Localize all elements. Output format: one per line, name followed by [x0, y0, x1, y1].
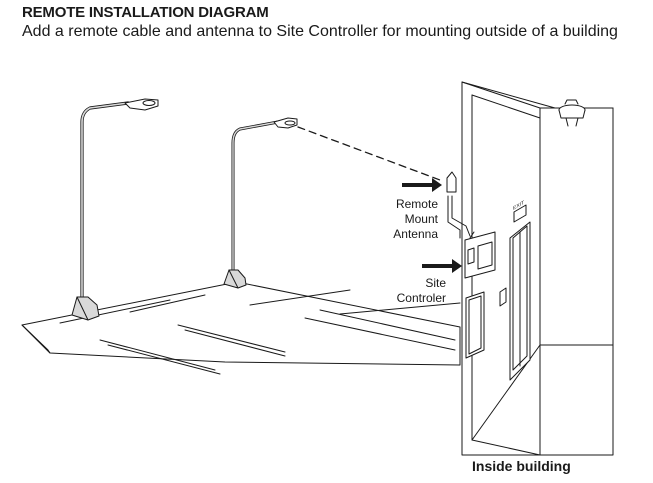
antenna-label-line3: Antenna [393, 227, 438, 241]
inside-building-caption: Inside building [472, 458, 571, 474]
wireless-signal-line [297, 126, 441, 181]
electrical-panel [465, 291, 485, 359]
ceiling-fixture [558, 99, 586, 127]
diagram-title: REMOTE INSTALLATION DIAGRAM [22, 4, 269, 21]
controller-pointer-arrow [422, 259, 462, 273]
site-controller-device [464, 231, 496, 279]
light-switch [499, 287, 507, 307]
controller-label: Site Controler [388, 276, 446, 306]
antenna-pointer-arrow [402, 178, 442, 192]
exit-sign [513, 204, 527, 223]
light-pole-right [223, 117, 298, 289]
antenna-label-line2: Mount [404, 212, 438, 226]
light-pole-left [71, 98, 159, 321]
diagram-subtitle: Add a remote cable and antenna to Site C… [22, 23, 618, 40]
remote-mount-antenna [446, 171, 471, 239]
door [509, 221, 531, 381]
controller-label-line1: Site [425, 276, 446, 290]
antenna-label-line1: Remote [395, 197, 438, 211]
antenna-label: Remote Mount Antenna [386, 197, 438, 242]
controller-label-line2: Controler [396, 291, 446, 305]
